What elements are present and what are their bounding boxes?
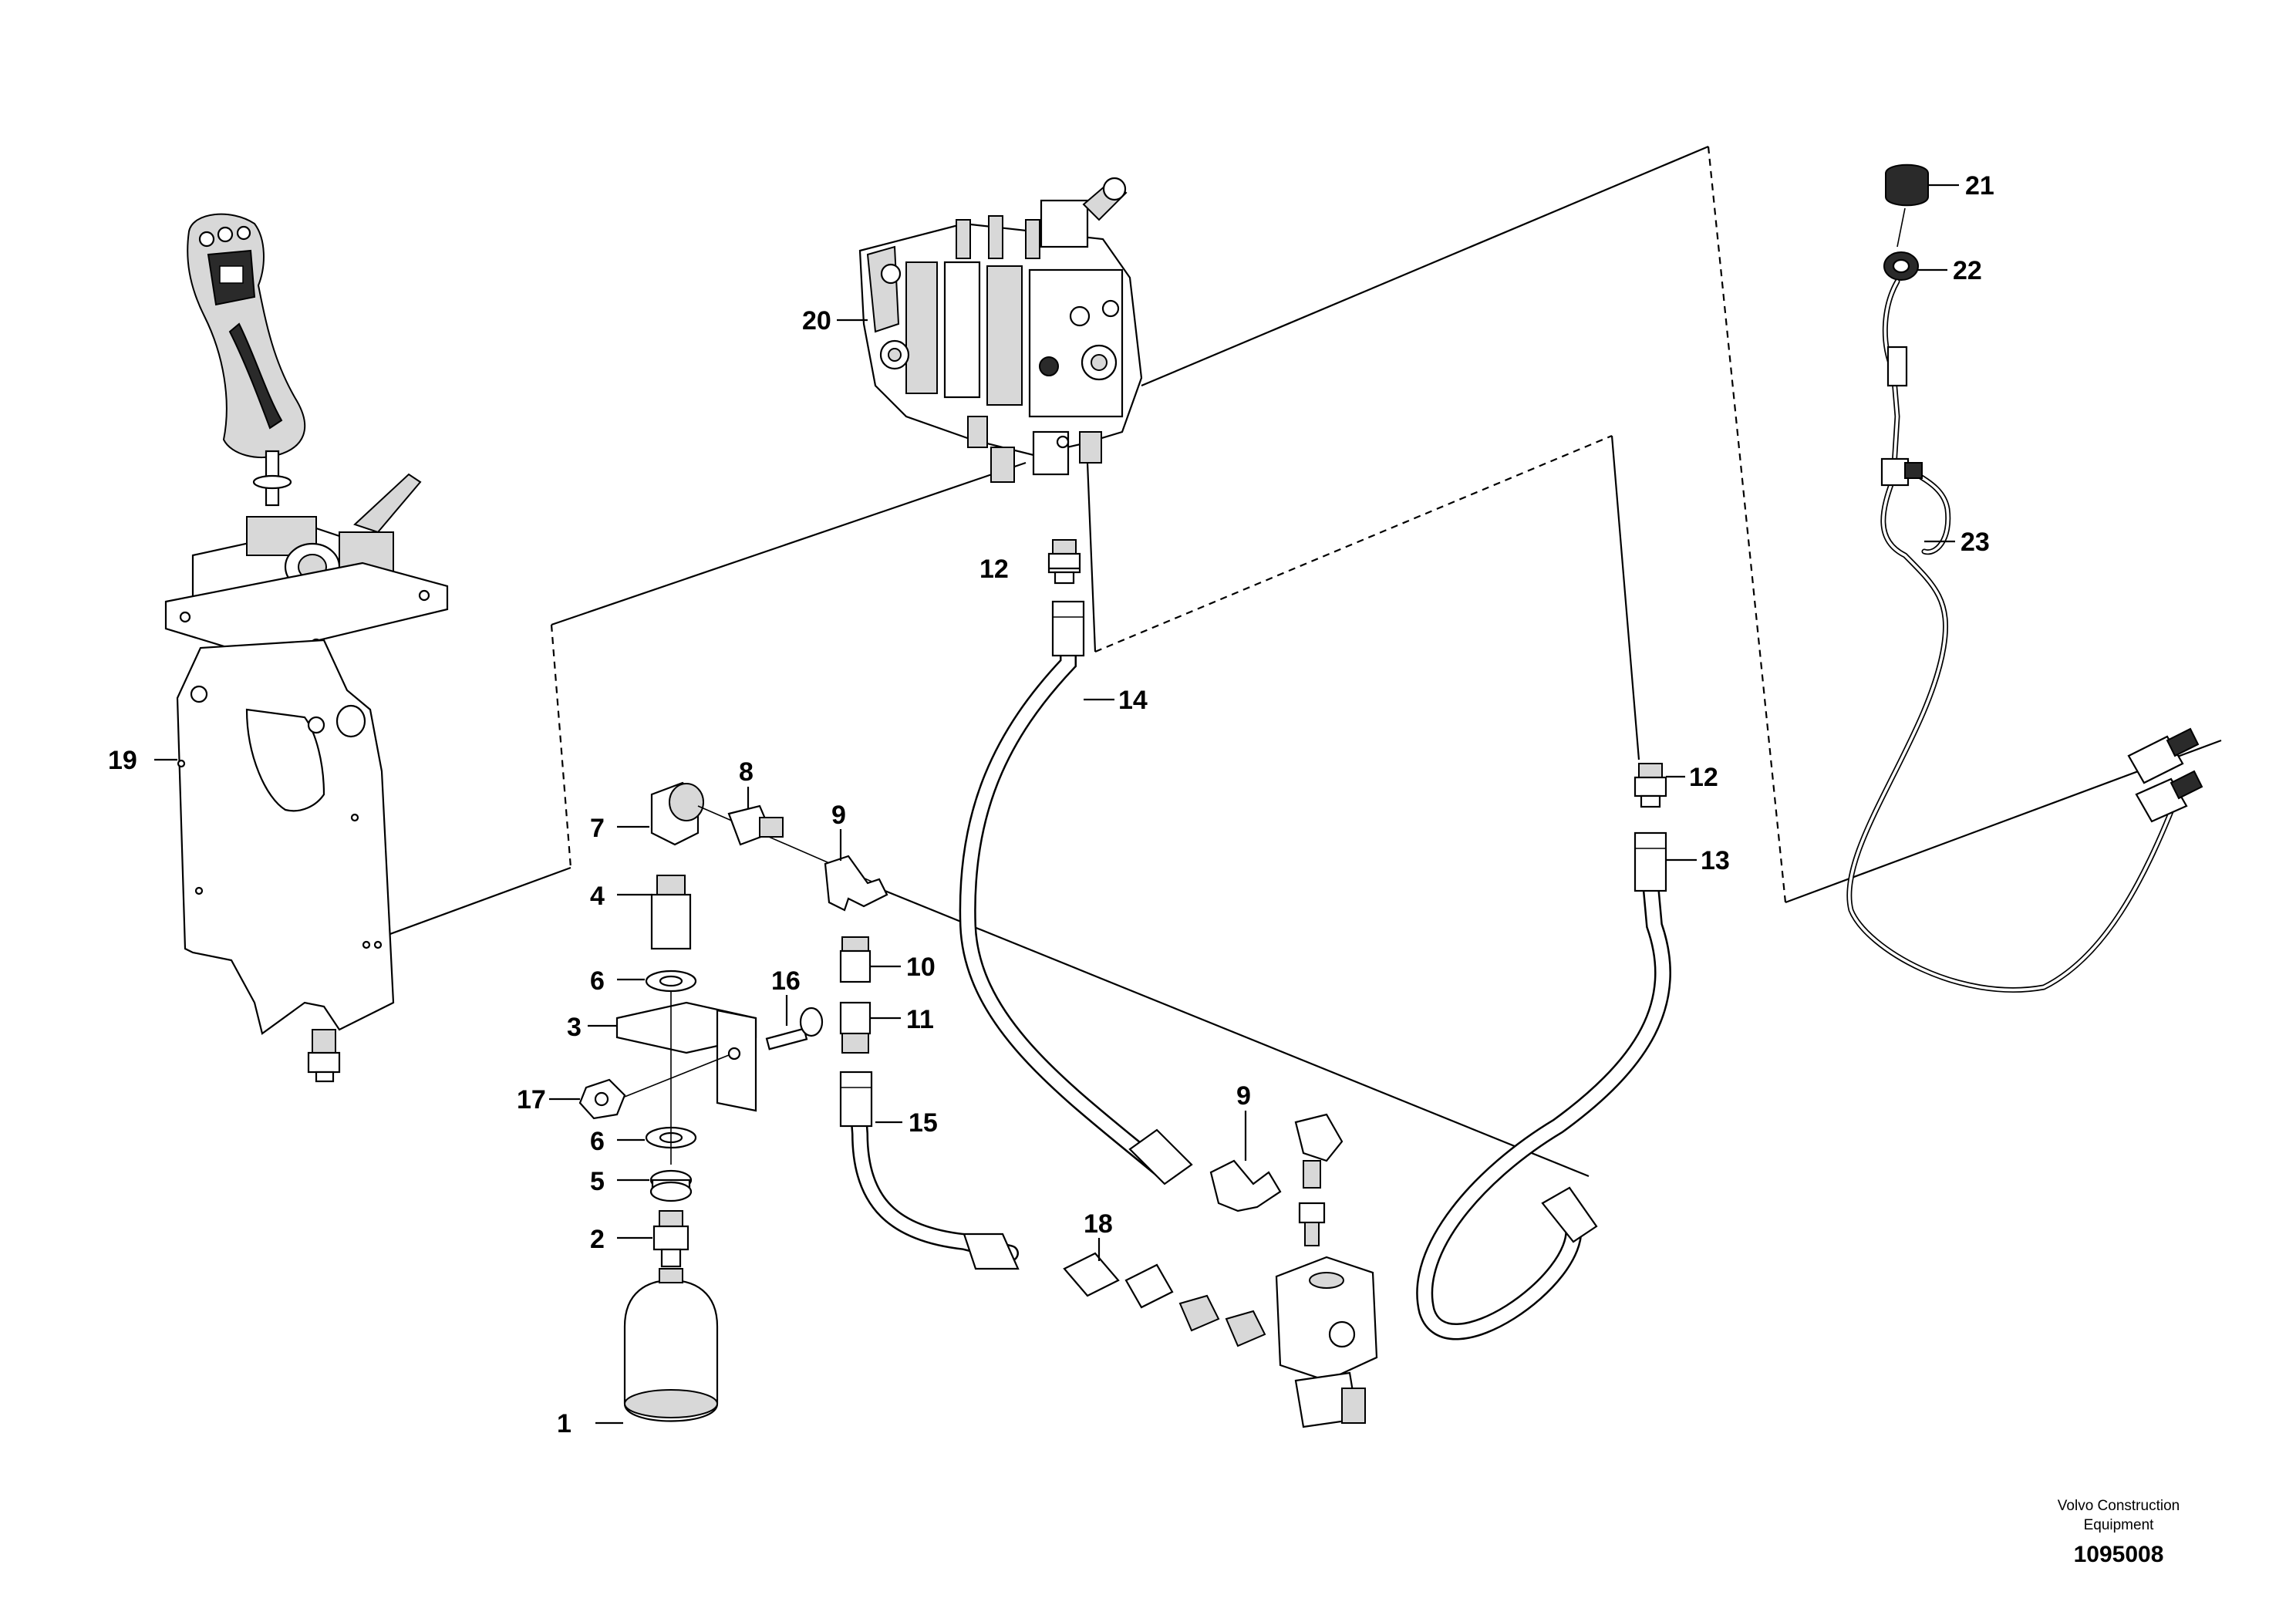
part-labels: 1 2 3 4 5 6 6 7 8 9 9 10 11 12 12 13 14 … bbox=[108, 171, 1994, 1438]
drawing-number: 1095008 bbox=[2074, 1542, 2164, 1567]
part-label-3: 3 bbox=[567, 1013, 582, 1042]
brand-line-1: Volvo Construction bbox=[2058, 1498, 2180, 1514]
brand-line-2: Equipment bbox=[2084, 1517, 2155, 1533]
part-label-12-upper: 12 bbox=[979, 555, 1009, 584]
part-label-21: 21 bbox=[1965, 171, 1994, 201]
part-label-8: 8 bbox=[739, 757, 754, 787]
part-label-18: 18 bbox=[1084, 1209, 1113, 1239]
part-label-4: 4 bbox=[590, 882, 605, 911]
part-label-22: 22 bbox=[1953, 256, 1982, 285]
part-label-17: 17 bbox=[517, 1085, 546, 1114]
part-label-14: 14 bbox=[1118, 686, 1148, 715]
part-label-15: 15 bbox=[909, 1108, 938, 1138]
part-label-9-upper: 9 bbox=[831, 801, 846, 830]
part-label-6-lower: 6 bbox=[590, 1127, 605, 1156]
joystick-assembly bbox=[164, 213, 449, 1083]
part-label-19: 19 bbox=[108, 746, 137, 775]
part-label-2: 2 bbox=[590, 1225, 605, 1254]
part-label-20: 20 bbox=[802, 306, 831, 336]
part-label-13: 13 bbox=[1701, 846, 1730, 875]
part-label-7: 7 bbox=[590, 814, 605, 843]
hose-fittings bbox=[839, 539, 1667, 1270]
part-label-9-lower: 9 bbox=[1236, 1081, 1251, 1111]
part-label-23: 23 bbox=[1961, 528, 1990, 557]
hoses bbox=[848, 624, 1672, 1340]
part-label-16: 16 bbox=[771, 966, 801, 996]
wiring-harness bbox=[1846, 164, 2203, 993]
control-valve bbox=[858, 177, 1143, 483]
part-label-10: 10 bbox=[906, 953, 936, 982]
part-label-11: 11 bbox=[906, 1005, 934, 1034]
part-label-5: 5 bbox=[590, 1167, 605, 1196]
part-label-12-right: 12 bbox=[1689, 763, 1718, 792]
accumulator-stack bbox=[578, 781, 824, 1422]
drawing-footer: Volvo Construction Equipment 1095008 bbox=[2058, 1498, 2180, 1567]
part-label-1: 1 bbox=[557, 1409, 571, 1438]
fittings-and-valve bbox=[697, 804, 1378, 1428]
part-label-6-upper: 6 bbox=[590, 966, 605, 996]
leader-lines bbox=[154, 184, 1959, 1425]
